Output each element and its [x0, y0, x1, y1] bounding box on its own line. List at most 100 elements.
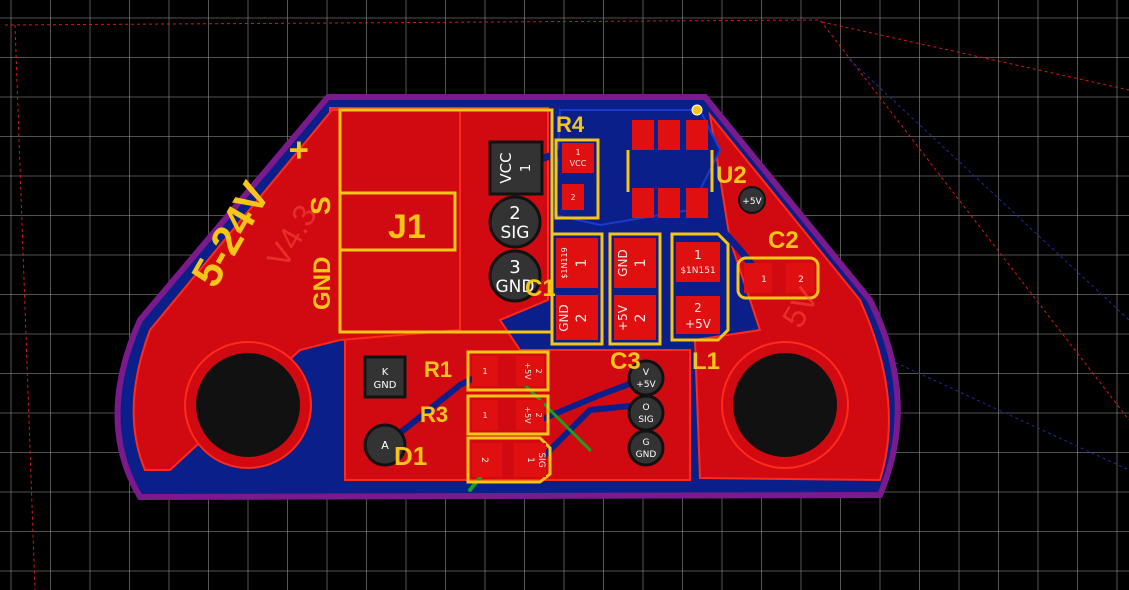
u2-pad-1 — [632, 120, 654, 150]
svg-text:2: 2 — [633, 314, 649, 323]
svg-text:A: A — [381, 439, 389, 452]
svg-text:2: 2 — [798, 275, 804, 285]
u2-pad-5 — [658, 188, 680, 218]
svg-text:GND: GND — [616, 249, 630, 277]
u2-pad-3 — [686, 120, 708, 150]
traces — [382, 126, 764, 492]
l1-pad-2 — [676, 296, 720, 334]
via-5v — [738, 186, 766, 214]
svg-text:+5V: +5V — [616, 304, 630, 331]
svg-text:+5V: +5V — [636, 380, 656, 390]
connector-pin-2-net: SIG — [501, 223, 530, 243]
d1-pad-a — [363, 423, 407, 467]
svg-text:1: 1 — [574, 259, 590, 268]
svg-text:2: 2 — [534, 412, 543, 417]
connector-pin-2-number: 2 — [509, 203, 520, 224]
svg-text:SIG: SIG — [536, 452, 546, 467]
d2-outline — [466, 436, 552, 484]
r3-pad-1 — [472, 400, 498, 430]
u2-pad-2 — [658, 120, 680, 150]
svg-text:2: 2 — [570, 193, 575, 202]
svg-text:$1N119: $1N119 — [560, 247, 569, 278]
pin1-marker — [691, 104, 703, 116]
r3-label: R3 — [420, 402, 448, 427]
svg-text:G: G — [643, 438, 650, 448]
svg-text:K: K — [382, 367, 389, 378]
c1-pad-1 — [556, 238, 598, 288]
mounting-holes — [184, 341, 849, 469]
r1-outline — [466, 350, 550, 392]
via-u2[interactable]: +5V — [738, 186, 766, 214]
svg-text:2: 2 — [534, 368, 543, 373]
connector-pin-1-pad — [488, 140, 544, 196]
connector-pin-1-net: VCC — [497, 152, 515, 183]
svg-text:+5V: +5V — [742, 197, 762, 207]
c1-outline — [550, 232, 604, 346]
svg-text:GND: GND — [557, 304, 571, 332]
svg-text:1: 1 — [761, 275, 767, 285]
r1-label: R1 — [424, 357, 452, 382]
connector-pin-3-pad — [488, 249, 542, 303]
connector-pin-3-number: 3 — [509, 257, 520, 278]
d2-pad-1 — [514, 443, 546, 477]
svg-text:2: 2 — [694, 301, 702, 315]
svg-text:O: O — [642, 403, 649, 413]
j1-label: J1 — [388, 208, 426, 246]
svg-text:1: 1 — [525, 457, 535, 463]
gnd-label: GND — [309, 257, 336, 310]
svg-text:1: 1 — [575, 148, 580, 157]
smd-pads[interactable]: 1 VCC 2 1 $1N119 2 GND 1 GND 2 +5V 1 $1N… — [472, 120, 814, 477]
svg-text:1: 1 — [694, 248, 702, 262]
svg-text:1: 1 — [482, 367, 487, 376]
svg-text:2: 2 — [574, 314, 590, 323]
mounting-hole-right — [733, 353, 837, 457]
connector-pin-1-number: 1 — [519, 164, 534, 172]
svg-text:GND: GND — [374, 380, 397, 391]
r3-pad-2 — [516, 400, 544, 430]
svg-text:SIG: SIG — [638, 415, 653, 425]
r3-outline — [466, 394, 550, 436]
u2-pad-4 — [632, 188, 654, 218]
header-pins[interactable]: V +5V O SIG G GND — [627, 359, 665, 467]
svg-text:$1N151: $1N151 — [680, 266, 715, 276]
r1-pad-1 — [472, 356, 498, 386]
c1-pad-2 — [556, 295, 598, 340]
r4-pad-2 — [562, 184, 584, 210]
c3-pad-2 — [614, 295, 656, 340]
svg-text:V: V — [643, 368, 650, 378]
svg-text:+5V: +5V — [685, 317, 712, 331]
silkscreen-labels: 5-24V + S GND J1 R4 U2 C2 C1 C3 L1 R1 R3… — [182, 112, 799, 471]
keepout-lines — [4, 19, 1129, 590]
mounting-hole-left — [196, 353, 300, 457]
l1-outline — [670, 232, 730, 342]
svg-text:+5V: +5V — [523, 406, 532, 424]
header-pin-g — [627, 429, 665, 467]
c2-pad-2 — [786, 263, 814, 293]
c2-pad-1 — [744, 263, 772, 293]
svg-text:+5V: +5V — [523, 362, 532, 380]
connector-pin-2-pad — [488, 195, 542, 249]
connector-pin-3-net: GND — [496, 277, 535, 297]
r4-label: R4 — [556, 112, 585, 137]
s-label: S — [305, 196, 336, 215]
c3-label: C3 — [610, 348, 641, 375]
c1-label: C1 — [525, 275, 556, 302]
svg-text:1: 1 — [633, 259, 649, 268]
svg-text:2: 2 — [479, 457, 489, 463]
l1-pad-1 — [676, 242, 720, 282]
connector-j1[interactable]: VCC 1 2 SIG 3 GND — [488, 140, 544, 303]
l1-label: L1 — [692, 348, 720, 375]
svg-text:VCC: VCC — [570, 159, 587, 168]
j1-inner-outline — [338, 191, 457, 252]
plus-label: + — [280, 140, 318, 160]
d1-pad-k — [363, 355, 407, 399]
silkscreen-outlines — [338, 108, 820, 484]
svg-text:GND: GND — [636, 450, 657, 460]
u2-label: U2 — [716, 162, 747, 189]
r1-pad-2 — [516, 356, 544, 386]
r4-pad-1 — [562, 143, 594, 173]
c3-outline — [608, 232, 662, 346]
diode-d1[interactable]: K GND A — [363, 355, 407, 467]
d1-label: D1 — [394, 441, 427, 471]
